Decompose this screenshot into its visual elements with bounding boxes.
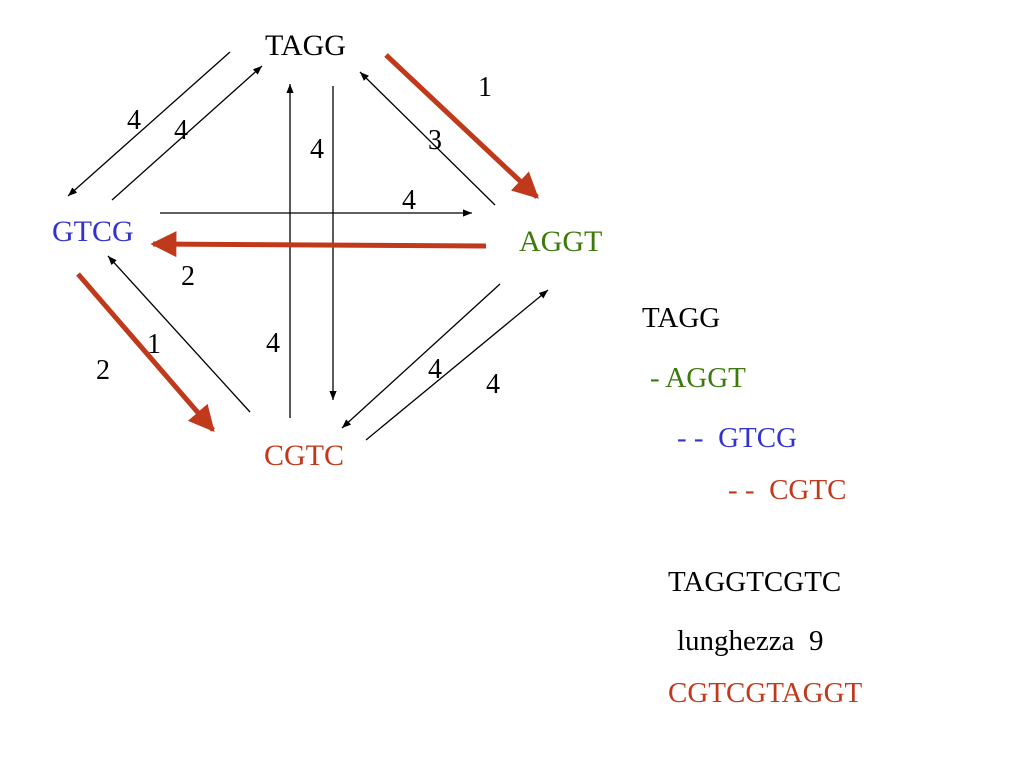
weight-tagg-cgtc: 4 (310, 134, 324, 165)
result-alt-sequence: CGTCGTAGGT (668, 677, 863, 709)
weight-cgtc-aggt: 4 (486, 369, 500, 400)
weight-cgtc-tagg: 4 (266, 328, 280, 359)
result-sequence: TAGGTCGTC (668, 566, 842, 598)
alignment-line-2: - AGGT (650, 362, 746, 394)
edge-cgtc-to-gtcg (107, 255, 251, 413)
node-cgtc: CGTC (264, 439, 344, 472)
weight-cgtc-gtcg: 1 (147, 329, 161, 360)
node-tagg: TAGG (265, 29, 346, 62)
alignment-line-4: - - CGTC (728, 474, 847, 506)
weight-gtcg-aggt: 4 (402, 185, 416, 216)
weight-aggt-tagg: 3 (428, 125, 442, 156)
path-edge-gtcg-to-cgtc (76, 272, 215, 432)
alignment-line-1: TAGG (642, 302, 721, 334)
path-edge-tagg-to-aggt (384, 53, 539, 199)
weight-tagg-aggt: 1 (478, 72, 492, 103)
result-length: lunghezza 9 (677, 625, 824, 657)
edge-cgtc-to-aggt (365, 289, 549, 441)
edge-gtcg-to-tagg (111, 65, 263, 201)
node-gtcg: GTCG (52, 215, 134, 248)
weight-gtcg-tagg: 4 (174, 115, 188, 146)
edge-aggt-to-tagg (359, 71, 496, 206)
alignment-line-3: - - GTCG (677, 422, 798, 454)
weight-gtcg-cgtc: 2 (96, 355, 110, 386)
weight-tagg-gtcg: 4 (127, 105, 141, 136)
weight-aggt-gtcg: 2 (181, 261, 195, 292)
weight-aggt-cgtc: 4 (428, 354, 442, 385)
edge-tagg-to-gtcg (67, 51, 231, 197)
path-edge-aggt-to-gtcg (150, 231, 487, 258)
node-aggt: AGGT (519, 225, 602, 258)
edge-aggt-to-cgtc (341, 283, 501, 429)
